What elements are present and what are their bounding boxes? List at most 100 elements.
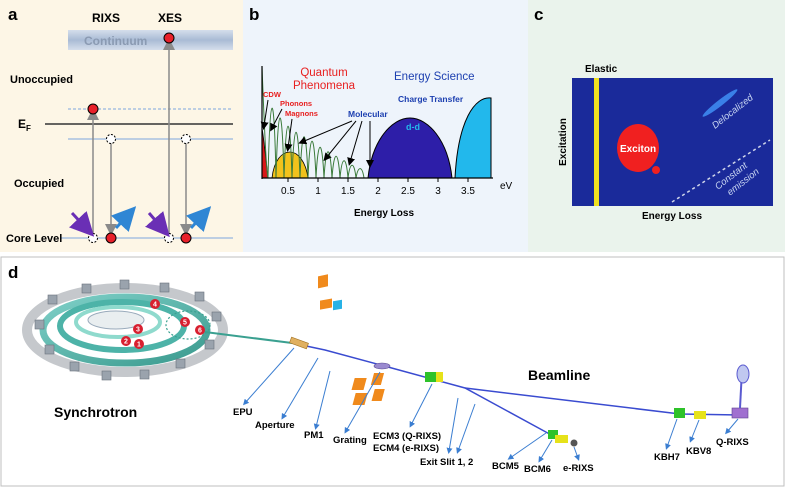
synchrotron-label: Synchrotron [54,404,137,420]
grating-element [373,362,391,370]
energy-science-title: Energy Science [394,71,475,83]
grating-label: Grating [333,435,367,446]
panel-c-label: c [534,5,543,24]
rixs-occupied-hole [106,134,116,144]
beamline-label: Beamline [528,367,590,383]
rixs-incoming-photon-icon [69,211,95,237]
ecm4-label: ECM4 (e-RIXS) [373,443,439,454]
tick-labels: 0.5 1 1.5 2 2.5 3 3.5 [281,186,475,197]
ecm-mirrors [425,372,443,382]
exit-slit-label: Exit Slit 1, 2 [420,457,473,468]
kb-mirrors [674,408,706,419]
tick-label: 1 [315,186,321,197]
dd-label: d-d [406,122,420,132]
tick-label: 3 [435,186,441,197]
tick-label: 2 [375,186,381,197]
aperture-element [318,274,328,289]
magnons-pointer [284,118,293,152]
continuum-band [68,30,233,50]
molecular-label: Molecular [348,109,388,119]
xes-core-electron [180,232,192,244]
synchrotron-ring [22,279,228,381]
rixs-label: RIXS [92,11,120,25]
xes-continuum-electron [163,32,175,44]
component-labels: EPU Aperture PM1 Grating ECM3 (Q-RIXS) E… [233,407,749,475]
xes-incoming-photon-icon [145,211,170,238]
panel-a: a RIXS XES Continuum Unoccupied EF Occup… [0,0,243,252]
cdw-label: CDW [263,90,282,99]
ring-number: 1 [137,342,141,349]
unoccupied-label: Unoccupied [10,74,73,86]
core-level-label: Core Level [6,233,62,245]
charge-transfer-peak [454,97,492,179]
ring-number: 6 [198,328,202,335]
pm1-label: PM1 [304,430,324,441]
elastic-label: Elastic [585,64,618,75]
bcm-mirrors [548,430,568,443]
xes-occupied-hole [181,134,191,144]
q-rixs-endstation [731,364,750,419]
tick-label: 0.5 [281,186,295,197]
charge-transfer-label: Charge Transfer [398,94,464,104]
panel-a-label: a [8,5,18,24]
continuum-label: Continuum [84,34,147,48]
ring-numbers: 1 2 3 4 5 6 [121,299,205,349]
ring-number: 5 [183,320,187,327]
kbh7-label: KBH7 [654,452,680,463]
panel-d-label: d [8,263,18,282]
rixs-map [572,78,773,206]
unit-label: eV [500,181,513,192]
rixs-excited-electron [87,103,99,115]
phonons-label: Phonons [280,99,312,108]
source-beam [204,331,293,344]
component-pointers [243,347,739,463]
energy-loss-axis-label: Energy Loss [642,211,702,222]
ring-number: 3 [136,327,140,334]
xes-core-hole [164,233,174,243]
fermi-label: EF [18,117,31,133]
molecular-pointers [298,120,374,168]
panel-d: d 1 2 3 4 5 6 Synchrotron [0,256,785,487]
dd-peak [367,117,453,179]
aperture-label: Aperture [255,420,295,431]
exciton-blob [617,124,659,172]
exciton-label: Exciton [620,144,656,155]
rixs-outgoing-photon-icon [111,206,137,232]
delocalized-streak [702,89,738,117]
tick-label: 3.5 [461,186,475,197]
tick-label: 1.5 [341,186,355,197]
rixs-core-electron [105,232,117,244]
pm1-mirror [320,298,342,311]
ring-number: 4 [153,302,157,309]
excitation-axis-label: Excitation [558,118,569,166]
epu-undulator [289,336,309,350]
exit-slit-blocks [351,373,385,405]
spectrum-ticks [287,178,469,182]
q-rixs-label: Q-RIXS [716,437,749,448]
occupied-label: Occupied [14,178,64,190]
exciton-satellite [652,166,660,174]
rixs-core-hole [88,233,98,243]
xes-label: XES [158,11,182,25]
phonons-pointer [270,108,283,132]
panel-c: c Elastic Delocalized Constantemission E… [528,0,785,252]
panel-b-label: b [249,5,259,24]
tick-label: 2.5 [401,186,415,197]
bcm6-label: BCM6 [524,464,551,475]
ecm3-label: ECM3 (Q-RIXS) [373,431,441,442]
elastic-line [594,78,599,206]
epu-label: EPU [233,407,253,418]
e-rixs-endstation [570,439,578,447]
magnons-label: Magnons [285,109,318,118]
spectrum-x-label: Energy Loss [354,208,414,219]
constant-emission-line [671,139,771,203]
bcm5-label: BCM5 [492,461,520,472]
kbv8-label: KBV8 [686,446,711,457]
cdw-pointer [260,99,269,130]
ring-number: 2 [124,339,128,346]
e-rixs-label: e-RIXS [563,463,594,474]
xes-outgoing-photon-icon [186,206,212,232]
